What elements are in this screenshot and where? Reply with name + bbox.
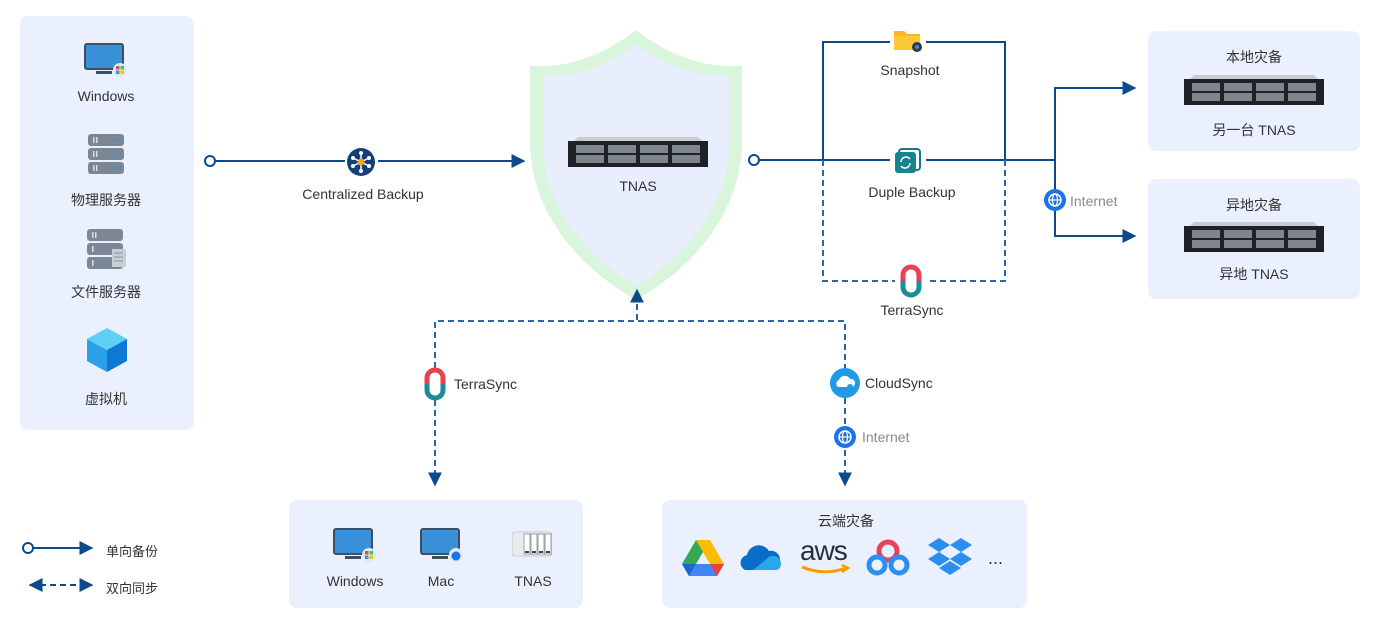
legend-two-way: 双向同步 [106,581,159,596]
client-label-windows: Windows [326,573,384,589]
source-label-windows: Windows [77,88,135,104]
client-label-mac: Mac [427,573,455,589]
snapshot-label: Snapshot [880,62,940,78]
file-server-icon [87,229,127,274]
mac-pc-icon [420,528,464,567]
dropbox-icon [928,537,972,584]
legend-lines [22,541,94,592]
centralized-backup-line [204,154,526,168]
cloudsync-icon [830,368,860,403]
source-label-vm: 虚拟机 [85,391,127,407]
internet-label: Internet [1070,193,1118,209]
physical-server-icon [88,134,124,179]
snapshot-folder-icon [893,28,923,57]
more-providers: ... [988,548,1004,568]
local-dr-device: 另一台 TNAS [1212,122,1296,138]
cloudsync-label: CloudSync [865,375,933,391]
globe-icon [1044,189,1066,216]
terrasync-label: TerraSync [880,302,944,318]
duple-backup-icon [894,148,922,179]
cloud-dr-title: 云端灾备 [818,513,874,529]
aws-text: aws [800,535,848,566]
rack-nas-icon [1184,222,1324,259]
rack-nas-icon [568,137,708,174]
terrasync-left-label: TerraSync [454,376,518,392]
tnas-output-line [748,41,1137,282]
internet-label-cloud: Internet [862,429,910,445]
baidu-netdisk-icon [866,538,910,583]
local-dr-title: 本地灾备 [1226,49,1282,65]
source-label-file-server: 文件服务器 [71,284,141,300]
remote-dr-device: 异地 TNAS [1219,266,1289,282]
desktop-nas-icon [511,530,553,563]
core-tnas-label: TNAS [619,178,657,194]
cloud-dr-panel [662,500,1027,608]
onedrive-icon [739,542,783,579]
virtual-machine-icon [85,326,129,379]
centralized-backup-label: Centralized Backup [302,186,424,202]
centralized-backup-icon [346,147,376,182]
globe-icon [834,426,856,453]
terrasync-icon [423,367,447,406]
sync-lines [428,288,852,487]
google-drive-icon [681,538,725,583]
remote-dr-title: 异地灾备 [1226,197,1282,213]
rack-nas-icon [1184,75,1324,112]
client-label-tnas: TNAS [514,573,552,589]
terrasync-icon [899,264,923,303]
legend-one-way: 单向备份 [106,544,159,559]
windows-pc-icon [84,43,128,82]
duple-backup-label: Duple Backup [868,184,956,200]
source-label-physical-server: 物理服务器 [71,192,141,208]
aws-icon: aws [800,535,852,576]
windows-pc-icon [333,528,377,567]
